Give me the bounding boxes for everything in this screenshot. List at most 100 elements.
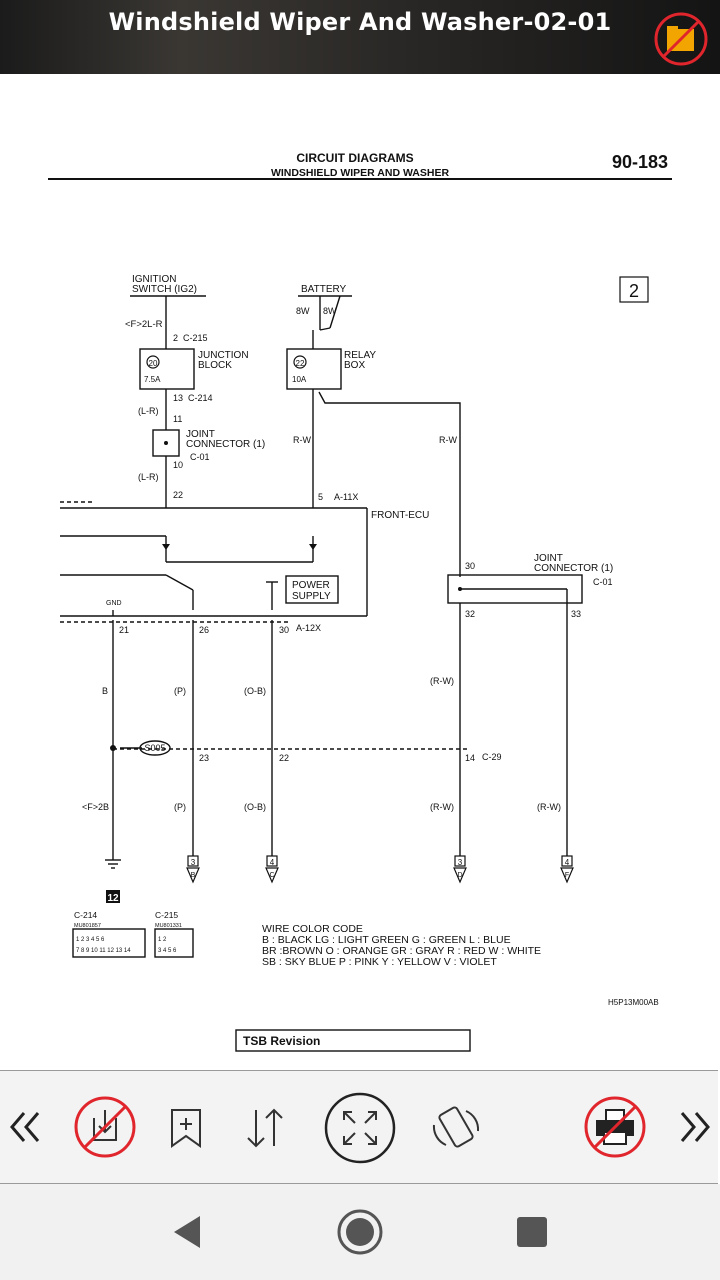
label: SWITCH (IG2) (132, 284, 197, 295)
label: (P) (174, 686, 186, 696)
system-nav-bar (0, 1184, 720, 1280)
label: C-214 (74, 910, 97, 920)
label: 22 (296, 359, 305, 368)
rotate-screen-icon[interactable] (428, 1103, 484, 1153)
title-bar: Windshield Wiper And Washer-02-01 (0, 0, 720, 74)
label: CONNECTOR (1) (534, 563, 613, 574)
label: B (102, 686, 108, 696)
label: 8W (323, 306, 337, 316)
double-chevron-right-icon[interactable] (674, 1103, 714, 1151)
label: 22 (173, 490, 183, 500)
folder-disabled-icon[interactable] (654, 12, 708, 66)
label: 3 (458, 858, 463, 867)
label: A-11X (334, 492, 358, 502)
label: <F>2L-R (125, 319, 163, 330)
page-header-title: CIRCUIT DIAGRAMS (296, 151, 413, 165)
label: (L-R) (138, 406, 159, 416)
label: 8W (296, 306, 310, 316)
label: 3 4 5 6 (158, 948, 177, 954)
label: 1 2 (158, 937, 167, 943)
label: 14 (465, 753, 475, 763)
label: (O-B) (244, 686, 266, 696)
label: IGNITION (132, 274, 176, 285)
label: 2 (173, 333, 178, 343)
label: SUPPLY (292, 591, 331, 602)
footer-label: TSB Revision (243, 1034, 320, 1048)
label: 4 (565, 858, 570, 867)
label: 20 (149, 359, 158, 368)
fullscreen-expand-icon[interactable] (324, 1092, 396, 1164)
label: MU801857 (74, 923, 101, 929)
label: 33 (571, 609, 581, 619)
label: JOINT (186, 429, 215, 440)
page-header-subtitle: WINDSHIELD WIPER AND WASHER (271, 167, 450, 179)
double-chevron-left-icon[interactable] (6, 1103, 46, 1151)
label: C (269, 872, 274, 879)
label: MU801331 (155, 923, 182, 929)
label: C-01 (593, 577, 613, 587)
label: BLOCK (198, 360, 232, 371)
label: FRONT-ECU (371, 510, 429, 521)
label: BOX (344, 360, 365, 371)
label: R-W (293, 435, 311, 445)
bottom-toolbar (0, 1070, 718, 1184)
ground-number: 12 (107, 893, 119, 904)
recents-square-icon[interactable] (515, 1215, 549, 1249)
wire-color-title: WIRE COLOR CODE (262, 923, 363, 935)
label: (R-W) (537, 802, 561, 812)
label: 21 (119, 625, 129, 635)
wire-color-line-2: BR :BROWN O : ORANGE GR : GRAY R : RED W… (262, 945, 541, 957)
section-number: 2 (629, 281, 639, 301)
label: JUNCTION (198, 350, 249, 361)
label: F (565, 872, 569, 879)
label: POWER (292, 580, 330, 591)
label: 4 (270, 858, 275, 867)
label: D (457, 872, 462, 879)
print-disabled-icon[interactable] (584, 1096, 646, 1158)
label: (O-B) (244, 802, 266, 812)
page-number: 90-183 (612, 152, 668, 172)
label: (P) (174, 802, 186, 812)
label: JOINT (534, 553, 563, 564)
label: 26 (199, 625, 209, 635)
wire-color-line-1: B : BLACK LG : LIGHT GREEN G : GREEN L :… (262, 934, 511, 946)
label: C-29 (482, 752, 502, 762)
label: (L-R) (138, 472, 159, 482)
label: 22 (279, 753, 289, 763)
wire-color-line-3: SB : SKY BLUE P : PINK Y : YELLOW V : VI… (262, 956, 497, 968)
label: 7.5A (144, 375, 161, 384)
download-disabled-icon[interactable] (74, 1096, 136, 1158)
label: 30 (465, 561, 475, 571)
label: RELAY (344, 350, 376, 361)
label: CONNECTOR (1) (186, 439, 265, 450)
back-triangle-icon[interactable] (168, 1212, 208, 1252)
label: 3 (191, 858, 196, 867)
label: (R-W) (430, 802, 454, 812)
label: A-12X (296, 623, 321, 633)
label: S005 (144, 743, 165, 753)
label: (R-W) (430, 676, 454, 686)
bookmark-add-icon[interactable] (166, 1106, 206, 1150)
sort-arrows-icon[interactable] (240, 1106, 290, 1150)
label: C-214 (188, 393, 213, 403)
label: 5 (318, 492, 323, 502)
label: 11 (173, 414, 182, 424)
document-page: CIRCUIT DIAGRAMS WINDSHIELD WIPER AND WA… (0, 74, 720, 1070)
label: R-W (439, 435, 457, 445)
label: 10 (173, 460, 183, 470)
label: C-215 (155, 910, 178, 920)
figure-code: H5P13M00AB (608, 998, 659, 1007)
label: 13 (173, 393, 183, 403)
label: BATTERY (301, 284, 347, 295)
label: C-01 (190, 452, 210, 462)
label: 32 (465, 609, 475, 619)
label: GND (106, 600, 122, 607)
label: B (191, 872, 196, 879)
label: 10A (292, 375, 307, 384)
label: 23 (199, 753, 209, 763)
window-title: Windshield Wiper And Washer-02-01 (108, 8, 612, 36)
home-circle-icon[interactable] (336, 1208, 384, 1256)
label: 1 2 3 4 5 6 (76, 937, 105, 943)
label: <F>2B (82, 802, 109, 812)
label: 7 8 9 10 11 12 13 14 (76, 948, 131, 954)
